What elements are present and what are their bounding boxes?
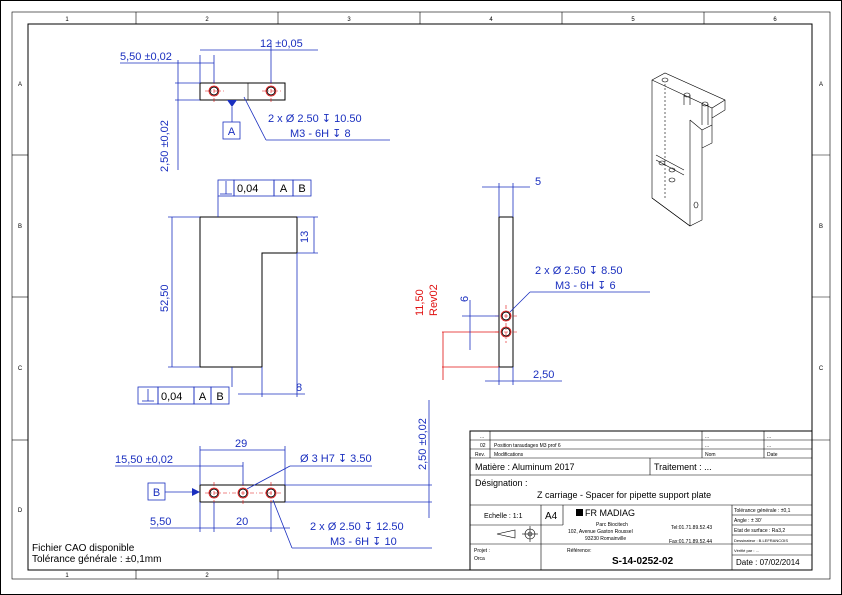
hole-note: 2 x Ø 2.50 ↧ 10.50 — [268, 113, 362, 125]
row-label: B — [819, 224, 823, 230]
gdt-tolerance: 0,04 — [237, 183, 258, 195]
gdt-ref: A — [280, 183, 288, 195]
reference-label: Référence: — [567, 548, 591, 554]
part-outline-bottom — [199, 484, 286, 503]
hole-note: 2 x Ø 2.50 ↧ 12.50 — [310, 521, 404, 533]
rev-tag: Rev02 — [428, 284, 440, 316]
rev-dots: ... — [767, 434, 771, 440]
part-outline-side — [498, 216, 514, 368]
col-label: 2 — [205, 17, 209, 23]
hole-note: M3 - 6H ↧ 10 — [330, 536, 397, 548]
datum-a-box — [222, 121, 241, 140]
traitement: Traitement : ... — [654, 462, 712, 472]
col-label: 3 — [347, 17, 351, 23]
fax: Fax:01.71.89.52.44 — [669, 539, 712, 545]
row-label: C — [18, 366, 23, 372]
dim-11-50: 11,50 — [414, 289, 426, 316]
angle: Angle : ± 30' — [734, 518, 762, 524]
dim-12: 12 ±0,05 — [260, 38, 303, 50]
verifie: Vérifié par : ... — [734, 548, 759, 553]
dim-5-50: 5,50 — [150, 516, 171, 528]
dessinateur: Dessinateur : B.LEFRANCOIS — [734, 538, 788, 543]
col-label: 5 — [631, 17, 635, 23]
part-outline-front — [199, 216, 298, 368]
col-label: 2 — [205, 573, 209, 579]
nom-label: Nom — [705, 452, 716, 458]
row-label: B — [18, 224, 22, 230]
gdt-ref: B — [298, 183, 305, 195]
designation: Z carriage - Spacer for pipette support … — [537, 490, 711, 500]
top-view: 5,50 ±0,02 12 ±0,05 2,50 ±0,02 A 2 x Ø 2… — [120, 38, 390, 172]
address-line: 102, Avenue Gaston Roussel — [568, 529, 633, 535]
tolerance-generale: Tolérance générale : ±0,1 — [734, 508, 791, 514]
side-view: 5 2 x Ø 2.50 ↧ 8.50 M3 - 6H ↧ 6 11,50 Re… — [414, 176, 650, 385]
matiere: Matière : Aluminum 2017 — [475, 462, 575, 472]
dim-29: 29 — [235, 438, 247, 450]
inner-frame — [11, 11, 831, 580]
format: A4 — [545, 511, 558, 522]
datum-a-label: A — [228, 126, 236, 138]
dim-5: 5 — [535, 176, 541, 188]
tolerance-note: Tolérance générale : ±0,1mm — [32, 554, 161, 565]
isometric-view — [651, 72, 726, 227]
hole-note: M3 - 6H ↧ 8 — [290, 128, 351, 140]
front-view: 0,04 A B 52,50 13 8 0,04 A B — [137, 179, 318, 405]
bottom-view: 29 15,50 ±0,02 Ø 3 H7 ↧ 3.50 2,50 ±0,02 … — [115, 400, 432, 549]
hole-note: 2 x Ø 2.50 ↧ 8.50 — [535, 265, 623, 277]
surface-finish: Etat de surface : Ra3,2 — [734, 528, 785, 534]
projet-label: Projet : — [474, 548, 490, 554]
dim-5-50: 5,50 ±0,02 — [120, 51, 172, 63]
dim-6: 6 — [459, 296, 471, 302]
hole-note: M3 - 6H ↧ 6 — [555, 280, 616, 292]
datum-b-label: B — [153, 487, 160, 499]
row-label: C — [819, 366, 824, 372]
reference: S-14-0252-02 — [612, 556, 674, 567]
phone: Tel:01.71.89.52.43 — [671, 525, 712, 531]
dim-13: 13 — [299, 231, 311, 243]
dim-52-50: 52,50 — [159, 284, 171, 312]
part-outline-top — [199, 82, 286, 101]
dim-2-50: 2,50 — [533, 369, 554, 381]
rev-number: 02 — [480, 443, 486, 449]
rev-dots: ... — [705, 434, 709, 440]
dim-8: 8 — [296, 382, 302, 394]
address-line: Parc Biocitech — [596, 522, 628, 528]
dim-hole-h7: Ø 3 H7 ↧ 3.50 — [300, 453, 372, 465]
rev-label: Rev. — [475, 452, 485, 458]
col-label: 1 — [65, 17, 69, 23]
rev-description: Position taraudages M3 prof 6 — [494, 443, 561, 449]
rev-dots: ... — [480, 434, 484, 440]
col-label: 1 — [65, 573, 69, 579]
cao-note: Fichier CAO disponible — [32, 543, 135, 554]
date: Date : 07/02/2014 — [736, 558, 800, 567]
row-label: A — [18, 82, 22, 88]
datum-b-box — [147, 482, 166, 501]
address-line: 93230 Romainville — [585, 536, 626, 542]
designation-label: Désignation : — [475, 478, 528, 488]
col-label: 6 — [773, 17, 777, 23]
title-block: ... ... ... 02 Position taraudages M3 pr… — [469, 430, 813, 571]
modif-label: Modifications — [494, 452, 524, 458]
row-label: A — [819, 82, 823, 88]
date-label: Date — [767, 452, 778, 458]
row-label: D — [18, 508, 23, 514]
dim-2-50-vertical: 2,50 ±0,02 — [417, 418, 429, 470]
gdt-ref: B — [216, 391, 223, 403]
company-logo: FR MADIAG — [585, 508, 635, 518]
gdt-tolerance: 0,04 — [161, 391, 182, 403]
dim-20: 20 — [236, 516, 248, 528]
rev-dots: ... — [705, 443, 709, 449]
projet: Orca — [474, 556, 485, 562]
dim-2-50: 2,50 ±0,02 — [159, 120, 171, 172]
dim-15-50: 15,50 ±0,02 — [115, 454, 173, 466]
projection-symbol-icon — [496, 526, 538, 542]
gdt-ref: A — [199, 391, 207, 403]
col-label: 4 — [489, 17, 493, 23]
echelle: Echelle : 1:1 — [484, 513, 523, 520]
rev-dots: ... — [767, 443, 771, 449]
